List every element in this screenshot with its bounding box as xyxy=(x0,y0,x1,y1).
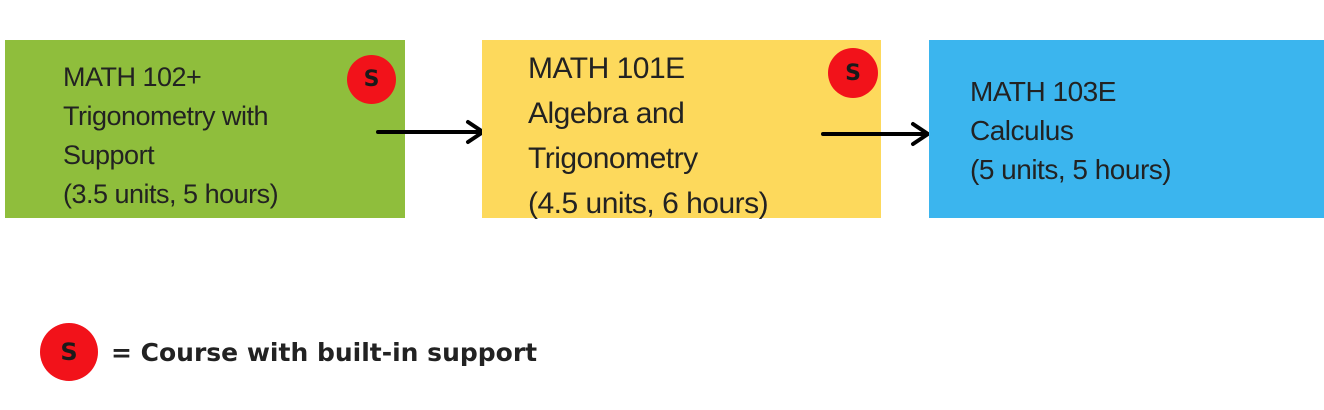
course-box-math-102: MATH 102+ Trigonometry with Support (3.5… xyxy=(5,40,405,218)
course-text: MATH 103E Calculus (5 units, 5 hours) xyxy=(970,72,1172,189)
course-box-math-103e: MATH 103E Calculus (5 units, 5 hours) xyxy=(929,40,1324,218)
course-units-hours: (5 units, 5 hours) xyxy=(970,154,1172,185)
course-code: MATH 103E xyxy=(970,76,1116,107)
support-badge: S xyxy=(347,55,396,104)
course-title-line-2: Trigonometry xyxy=(528,142,698,175)
course-title-line-2: Support xyxy=(63,140,155,170)
course-title-line-1: Trigonometry with xyxy=(63,101,269,131)
course-box-math-101e: MATH 101E Algebra and Trigonometry (4.5 … xyxy=(482,40,881,220)
course-code: MATH 101E xyxy=(528,52,685,85)
course-title-line-1: Algebra and xyxy=(528,97,685,130)
support-badge: S xyxy=(828,48,878,98)
arrow-right-icon xyxy=(821,122,930,146)
course-text: MATH 102+ Trigonometry with Support (3.5… xyxy=(63,58,279,214)
course-text: MATH 101E Algebra and Trigonometry (4.5 … xyxy=(528,46,769,226)
course-title: Calculus xyxy=(970,115,1074,146)
legend: S = Course with built-in support xyxy=(40,323,537,381)
course-units-hours: (4.5 units, 6 hours) xyxy=(528,187,769,220)
course-code: MATH 102+ xyxy=(63,62,202,92)
legend-support-badge: S xyxy=(40,323,98,381)
course-units-hours: (3.5 units, 5 hours) xyxy=(63,179,279,209)
legend-text: = Course with built-in support xyxy=(111,337,538,367)
arrow-right-icon xyxy=(376,120,485,144)
